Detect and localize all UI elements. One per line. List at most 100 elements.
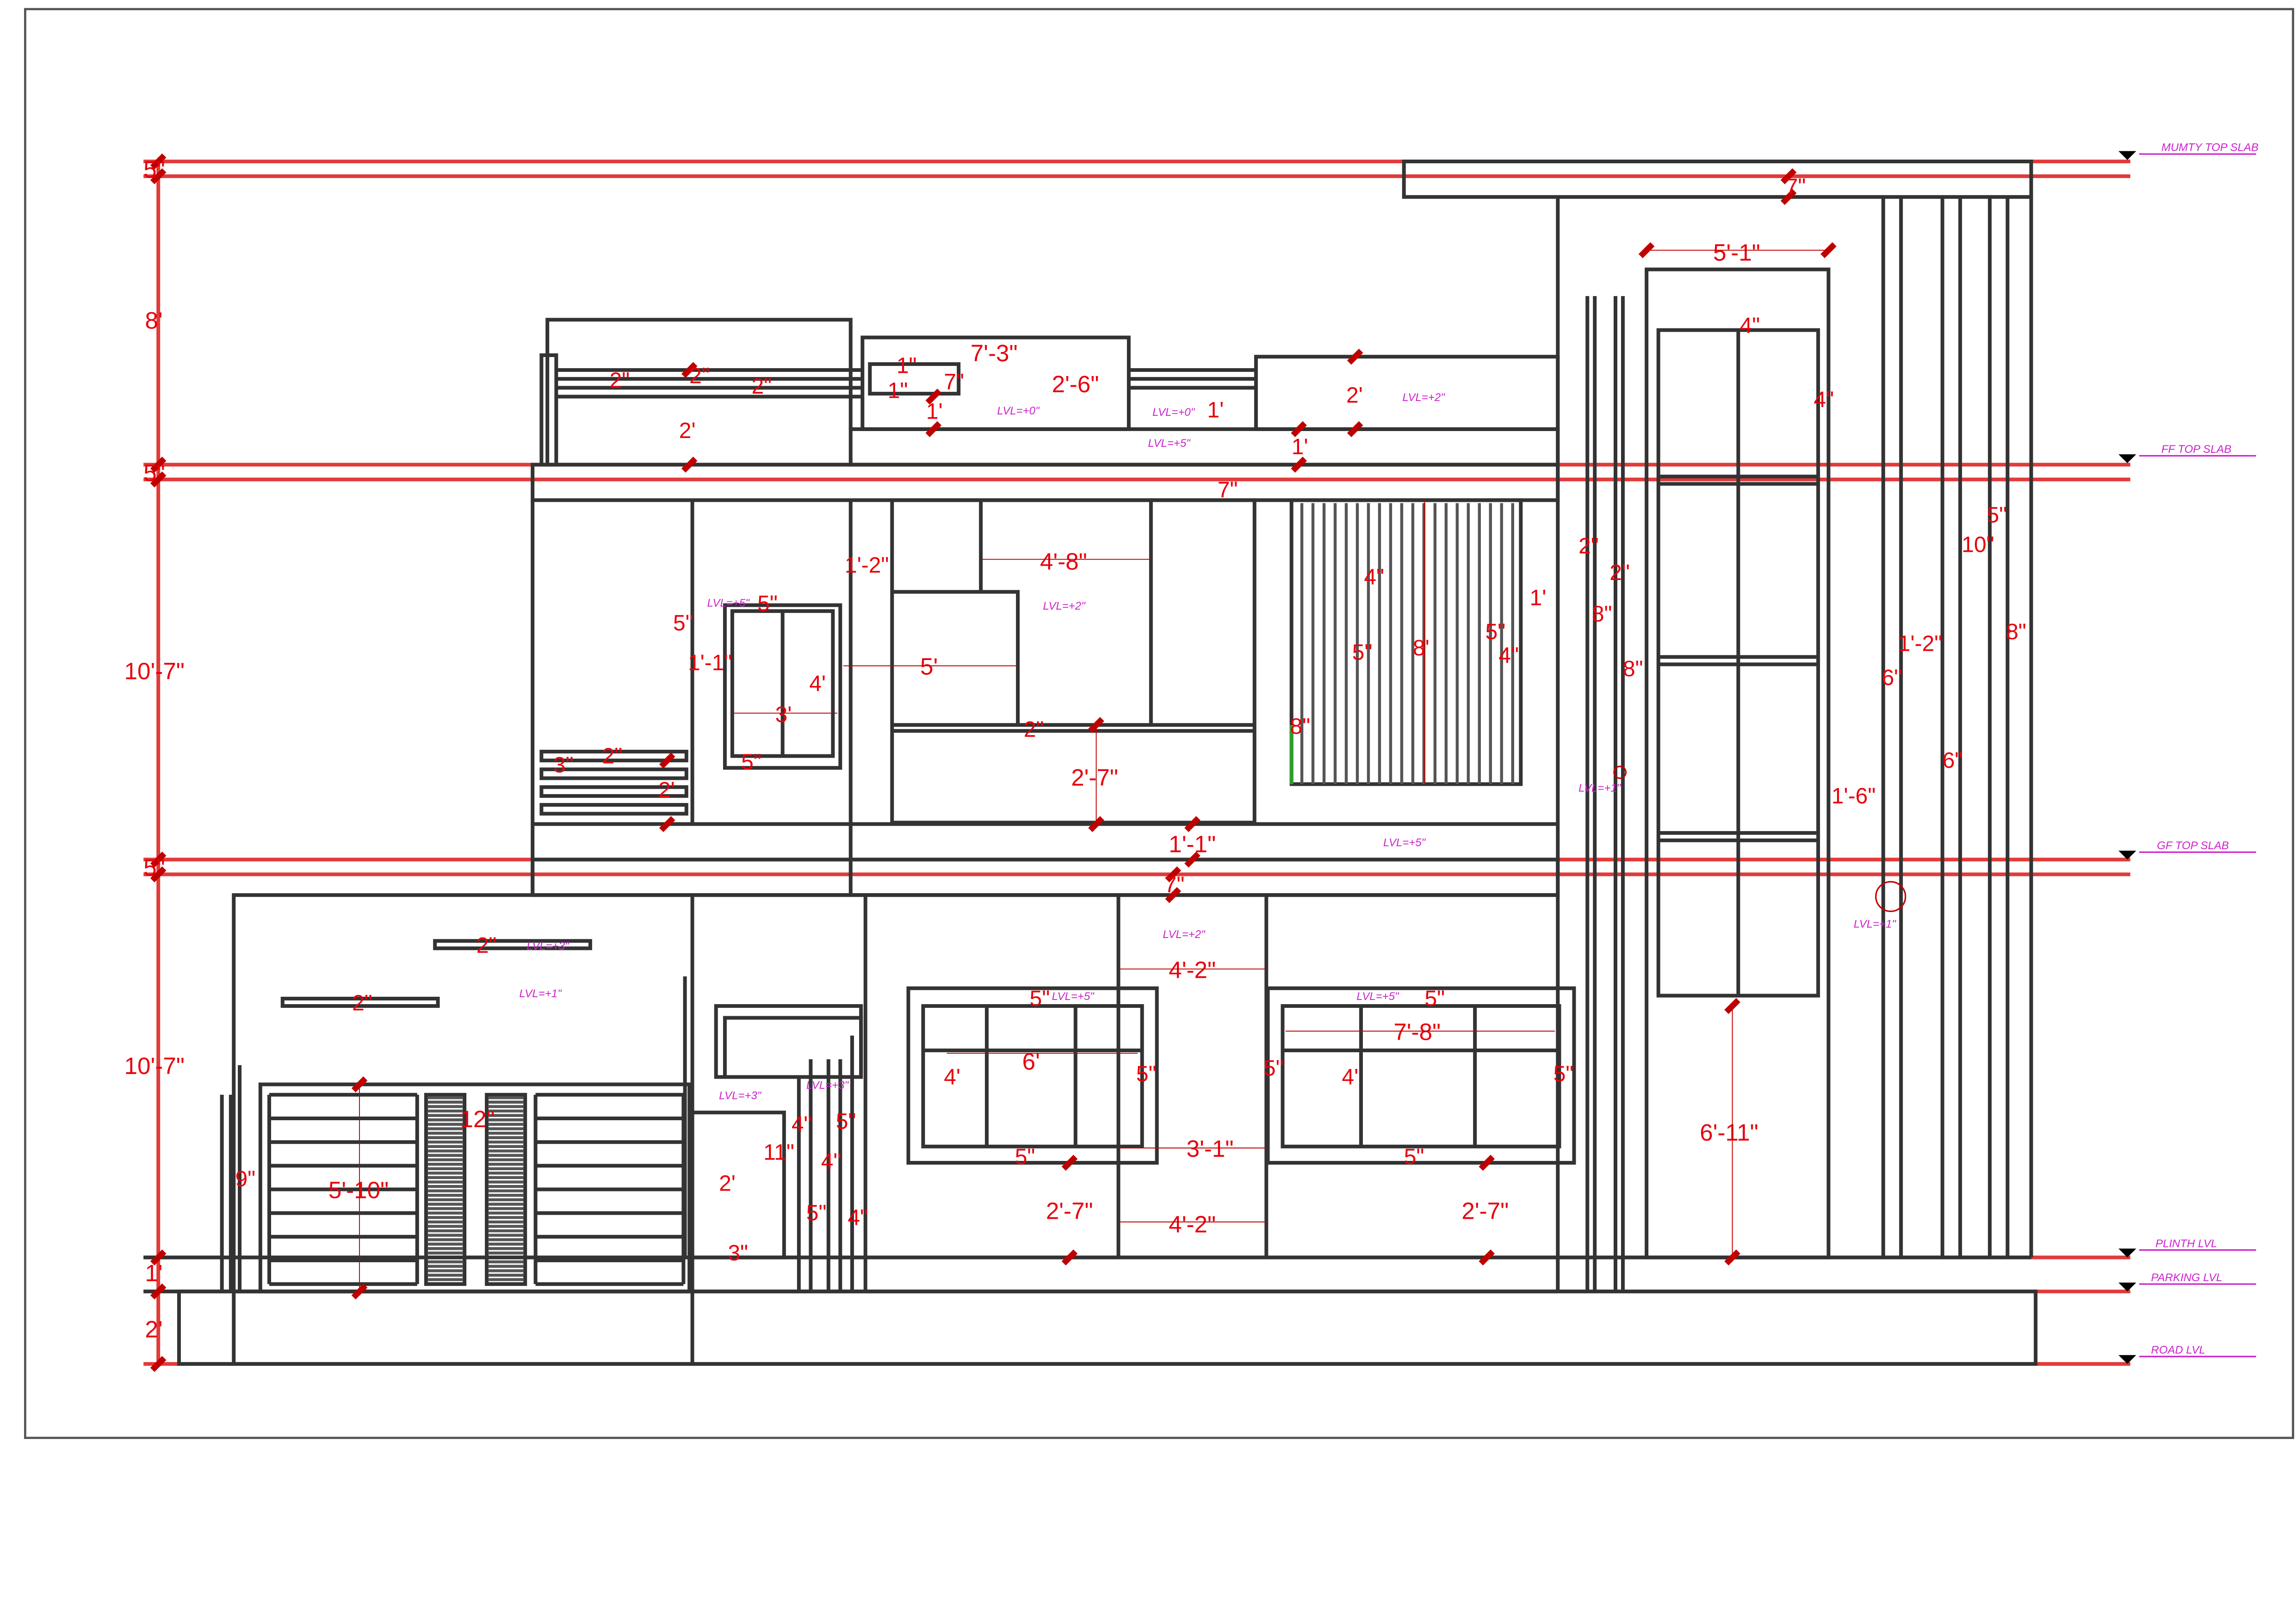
dim-tick (681, 362, 698, 378)
parking-level-marker: PARKING LVL (2118, 1271, 2256, 1292)
dimension-lines (359, 249, 1829, 1292)
gf-level-marker: GF TOP SLAB (2118, 839, 2256, 860)
lvl-mark: LVL=+1" (519, 987, 562, 1000)
lvl-mark: LVL=+5" (707, 597, 750, 610)
dim-label: 4" (848, 1205, 868, 1230)
dim-label: 2" (1024, 717, 1044, 742)
dim-mumty-height: 8' (145, 307, 162, 333)
dim-label: 1' (1207, 398, 1224, 422)
dim-tick (925, 421, 942, 438)
dim-label: 1'-1" (1169, 831, 1216, 857)
lvl-mark: LVL=+2" (1163, 928, 1206, 941)
dim-label: 4" (792, 1112, 812, 1137)
dim-label: 8" (1592, 602, 1612, 627)
lvl-mark: LVL=+1" (1578, 782, 1621, 794)
dim-label: 6" (1943, 748, 1963, 773)
dim-tick (1184, 816, 1201, 832)
dim-label: 1' (1292, 435, 1308, 459)
dim-label: 3'-1" (1187, 1135, 1234, 1162)
dim-label: 2" (609, 368, 630, 393)
lvl-mark: LVL=+5" (1148, 437, 1191, 450)
dim-label: 1' (926, 399, 943, 424)
lvl-marks: LVL=+0" LVL=+0" LVL=+5" LVL=+2" LVL=+5" … (519, 391, 1896, 1102)
lvl-mark: LVL=+2" (1403, 391, 1446, 404)
dim-label: 5" (1987, 503, 2007, 527)
dim-tick (1347, 421, 1363, 438)
dim-label: 8" (1623, 657, 1643, 681)
dim-tick (150, 852, 167, 868)
dim-label: 4" (1740, 314, 1760, 338)
dim-label: 2" (477, 933, 497, 958)
dim-label: 5" (1553, 1062, 1574, 1086)
dim-gf-slab: 5" (143, 855, 165, 881)
dim-label: 5" (1485, 620, 1506, 644)
dim-label: 1" (897, 353, 917, 378)
dim-label: 2' (1346, 383, 1363, 407)
dim-label: 5" (806, 1201, 827, 1226)
dim-label: 5" (1404, 1145, 1424, 1169)
dim-label: 7" (1218, 478, 1238, 502)
dimension-labels: 7" 5'-1" 4" 4" 2" 2" 2" 2' 1" 7" 1" 1' 7… (235, 174, 2026, 1265)
dim-label: 2' (679, 419, 696, 443)
dim-label: 5" (1424, 987, 1445, 1011)
dim-tick (1184, 852, 1201, 868)
dim-label: 8" (2006, 620, 2026, 644)
road-level-label: ROAD LVL (2151, 1344, 2205, 1356)
dim-label: 6'-11" (1700, 1119, 1758, 1146)
dim-label: 5'-10" (328, 1177, 389, 1203)
dim-label: 2'-7" (1071, 765, 1118, 791)
dim-tick (681, 457, 698, 473)
dim-label: 5" (757, 592, 778, 616)
dim-tick (150, 866, 167, 882)
dim-label: 7" (1786, 174, 1806, 199)
dim-label: 8' (1413, 636, 1430, 660)
dim-label: 4'-2" (1169, 1211, 1216, 1237)
lvl-mark: LVL=+3" (719, 1089, 762, 1102)
mumty-top-slab-label: MUMTY TOP SLAB (2161, 142, 2259, 154)
lvl-mark: LVL=+0" (1152, 406, 1195, 419)
dim-tick (659, 816, 675, 832)
dim-label: 5" (836, 1109, 856, 1134)
dim-tick (659, 752, 675, 769)
plinth-level-label: PLINTH LVL (2155, 1237, 2217, 1250)
ff-level-marker: FF TOP SLAB (2118, 443, 2256, 463)
dim-label: 1' (1530, 586, 1547, 610)
dim-tick (150, 471, 167, 488)
dim-ff-slab: 5" (143, 460, 165, 486)
lvl-mark: LVL=+3" (806, 1079, 849, 1092)
dim-label: 1'-2" (1898, 632, 1943, 656)
dim-tick (150, 457, 167, 473)
dim-tick (1291, 457, 1307, 473)
dim-label: 4' (944, 1065, 960, 1089)
dim-tick (1780, 168, 1797, 185)
dim-label: 5'-1" (1713, 239, 1760, 265)
dim-tick (925, 389, 942, 405)
dim-tick (150, 1356, 167, 1372)
dim-tick (1479, 1249, 1495, 1265)
dim-label: 9" (235, 1167, 255, 1191)
dim-label: 3" (553, 753, 574, 778)
mumty-level-marker: MUMTY TOP SLAB (2118, 142, 2259, 160)
dim-label: 6" (1882, 666, 1902, 690)
dim-tick (1165, 887, 1182, 903)
dim-label: 2" (689, 364, 710, 389)
dim-label: 1'-6" (1832, 784, 1876, 808)
dim-label: 3' (775, 703, 792, 727)
dim-label: 11" (763, 1141, 794, 1165)
lvl-mark: LVL=+1" (1854, 918, 1897, 931)
dim-label: 4" (1364, 565, 1384, 590)
dim-label: 7" (1164, 873, 1185, 897)
dim-tick (1088, 717, 1104, 733)
dim-tick (351, 1283, 368, 1300)
building-outline (143, 160, 2038, 1366)
dim-label: 4' (1342, 1065, 1358, 1089)
dim-label: 1'-2" (845, 553, 889, 578)
dim-label: 6' (1022, 1049, 1040, 1075)
dim-label: 1" (888, 379, 908, 403)
dim-tick (1479, 1154, 1495, 1171)
dim-tick (1165, 866, 1182, 882)
level-markers: MUMTY TOP SLAB FF TOP SLAB GF TOP SLAB P… (2118, 142, 2259, 1364)
gf-top-slab-label: GF TOP SLAB (2157, 839, 2228, 852)
dim-parking: 2' (145, 1316, 162, 1342)
